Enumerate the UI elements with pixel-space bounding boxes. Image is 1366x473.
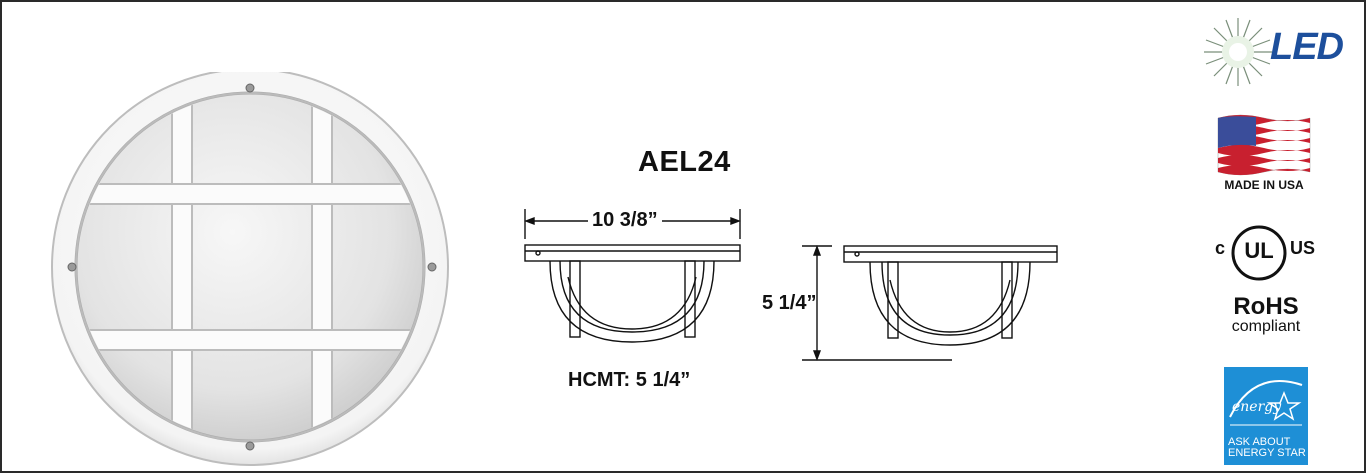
hcmt-label: HCMT: 5 1/4” bbox=[568, 369, 691, 391]
ul-listed-icon bbox=[1231, 225, 1287, 281]
energy-star-script: energy bbox=[1232, 399, 1282, 415]
side-elevation-drawing bbox=[802, 245, 1058, 361]
ul-mark-text: UL bbox=[1244, 238, 1274, 263]
width-dimension-label: 10 3/8” bbox=[588, 209, 662, 232]
rohs-title: RoHS bbox=[1233, 293, 1299, 320]
ul-c-label: c bbox=[1215, 238, 1226, 258]
energy-star-line-2: ENERGY STAR bbox=[1228, 447, 1306, 459]
energy-star-icon bbox=[1229, 380, 1303, 426]
led-label: LED bbox=[1270, 26, 1344, 68]
energy-star-badge: energy ASK ABOUT ENERGY STAR bbox=[1224, 367, 1308, 465]
rohs-compliant-label: compliant bbox=[1231, 318, 1301, 335]
ul-us-label: US bbox=[1290, 238, 1316, 258]
energy-star-caption: ASK ABOUT ENERGY STAR bbox=[1228, 437, 1306, 459]
front-elevation-drawing bbox=[524, 209, 741, 343]
made-in-usa-label: MADE IN USA bbox=[1224, 178, 1304, 192]
energy-star-line-1: ASK ABOUT bbox=[1228, 436, 1291, 448]
us-flag-icon bbox=[1217, 114, 1311, 176]
led-starburst-icon bbox=[1204, 18, 1272, 86]
bulkhead-fixture-image bbox=[51, 72, 449, 466]
model-number: AEL24 bbox=[638, 146, 731, 178]
height-dimension-label: 5 1/4” bbox=[762, 292, 817, 314]
